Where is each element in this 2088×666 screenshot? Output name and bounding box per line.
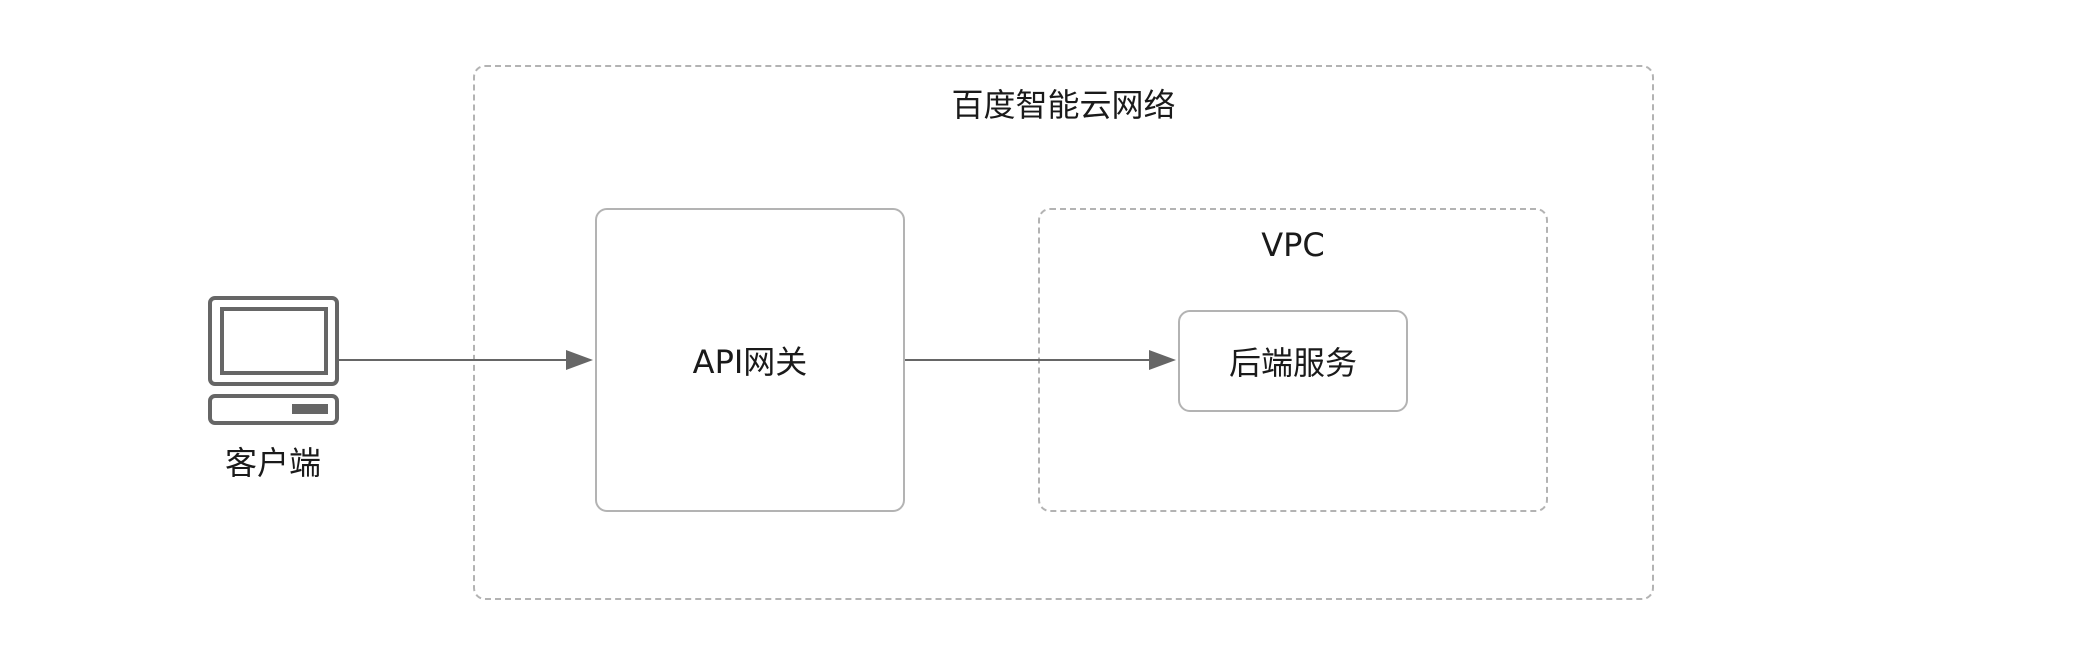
backend-service-node[interactable]: 后端服务 bbox=[1178, 310, 1408, 412]
outer-network-title: 百度智能云网络 bbox=[951, 86, 1176, 124]
edge-client-to-api-gateway bbox=[339, 350, 593, 370]
computer-icon[interactable] bbox=[208, 296, 339, 425]
api-gateway-node[interactable]: API网关 bbox=[595, 208, 905, 512]
client-label: 客户端 bbox=[224, 444, 321, 482]
outer-network-group bbox=[473, 65, 1654, 600]
api-gateway-label: API网关 bbox=[692, 343, 808, 381]
backend-service-label: 后端服务 bbox=[1228, 344, 1357, 382]
vpc-title: VPC bbox=[1261, 226, 1325, 264]
edge-api-gateway-to-backend bbox=[905, 350, 1176, 370]
